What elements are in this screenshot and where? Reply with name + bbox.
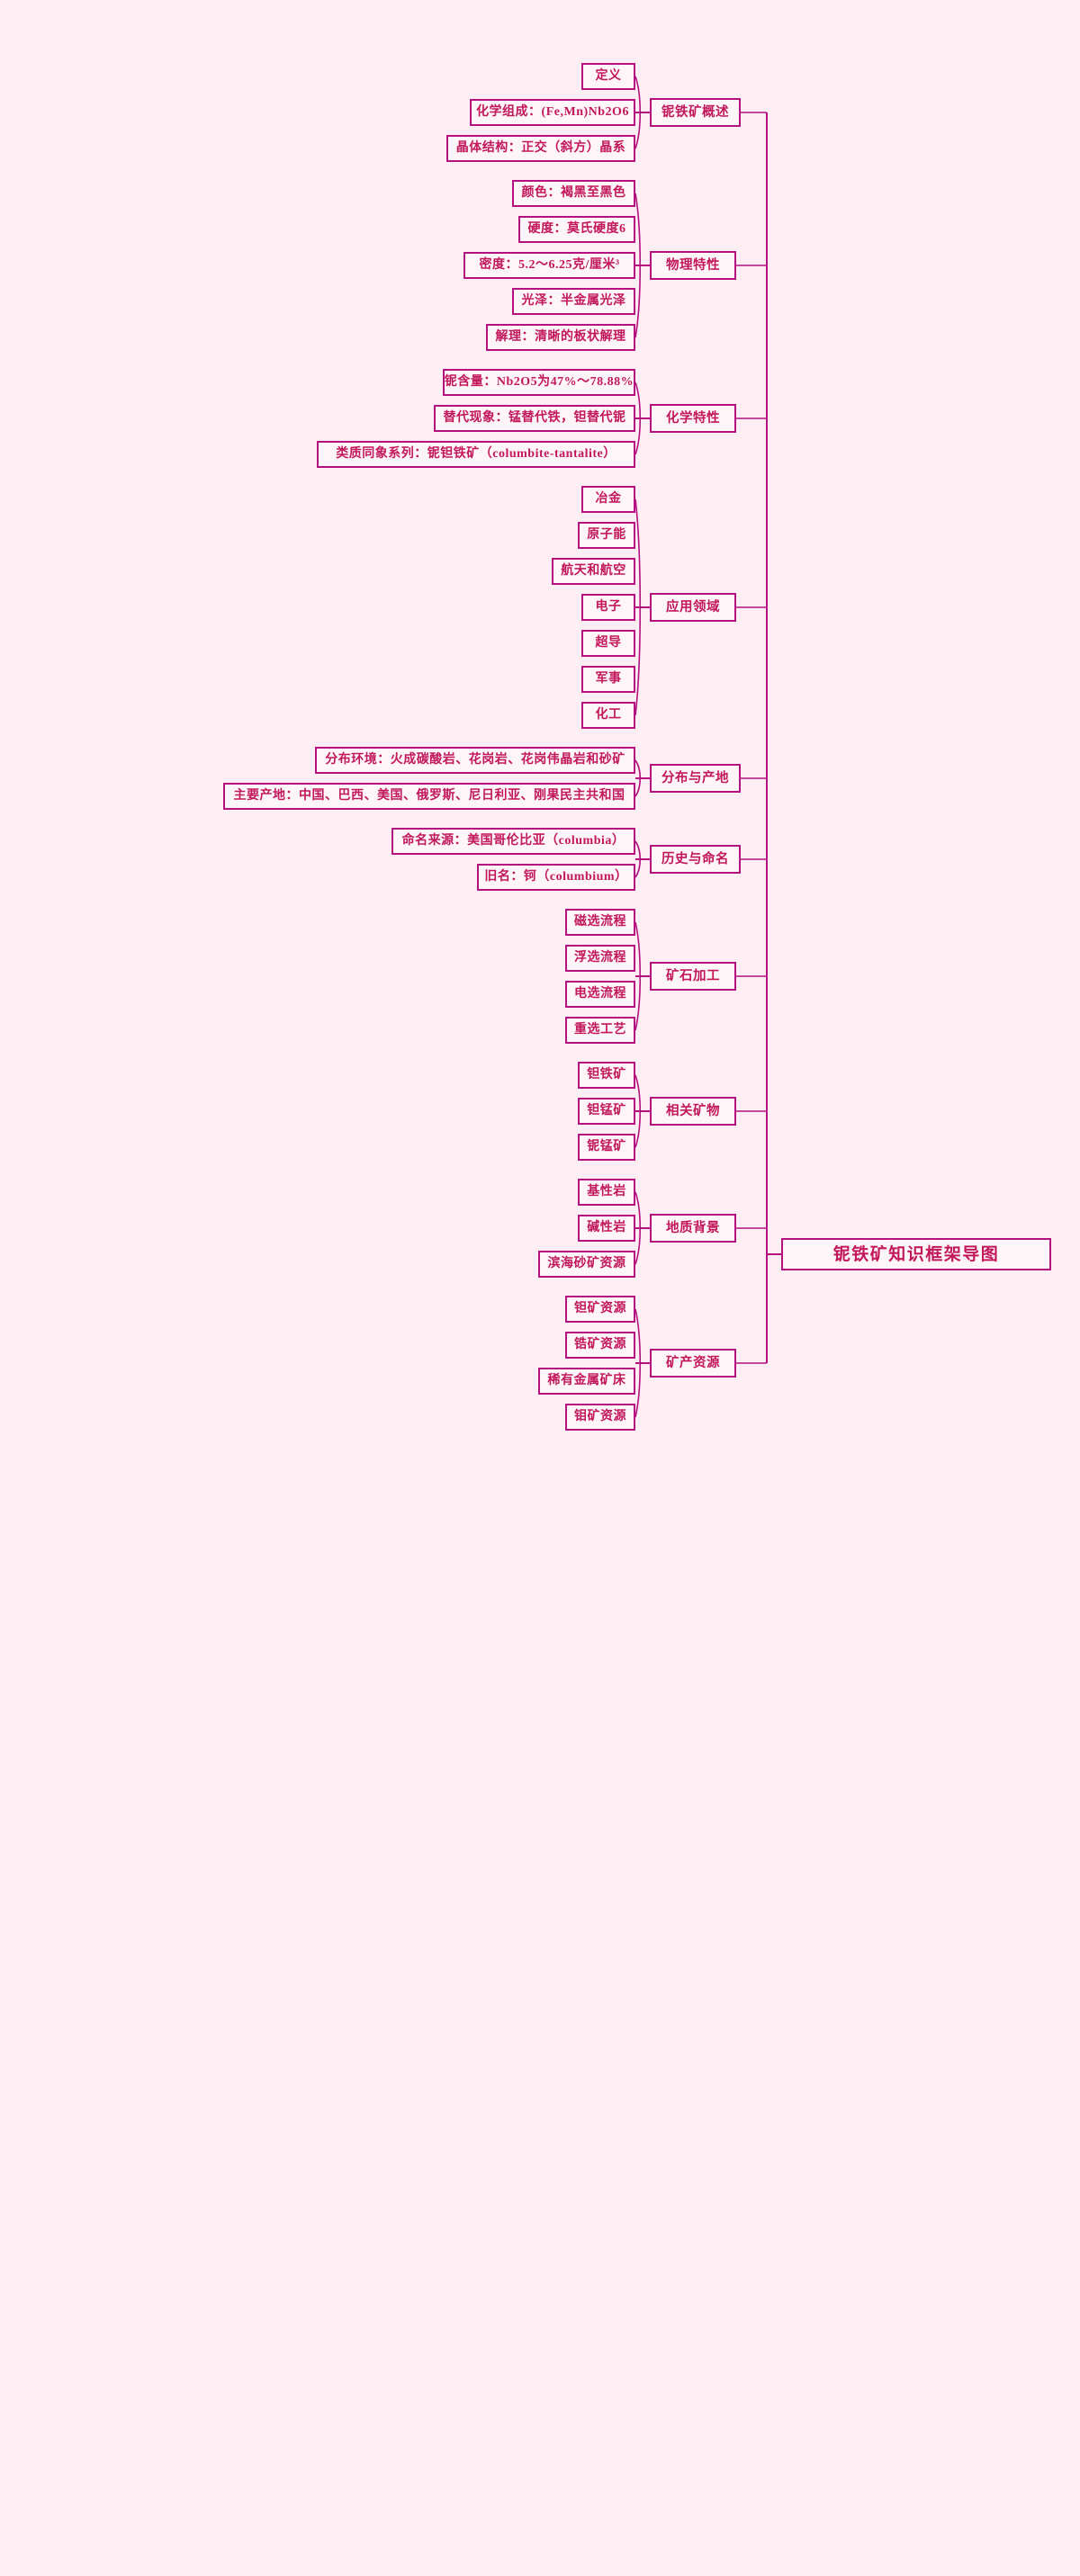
branch-node-4[interactable]: 分布与产地 bbox=[650, 764, 741, 793]
leaf-node-1-2[interactable]: 密度：5.2～6.25克/厘米³ bbox=[464, 252, 635, 279]
leaf-node-1-1[interactable]: 硬度：莫氏硬度6 bbox=[518, 216, 635, 243]
leaf-node-6-0[interactable]: 磁选流程 bbox=[565, 909, 635, 936]
leaf-node-7-2[interactable]: 铌锰矿 bbox=[578, 1134, 635, 1161]
leaf-node-7-1[interactable]: 钽锰矿 bbox=[578, 1098, 635, 1125]
leaf-node-4-1[interactable]: 主要产地：中国、巴西、美国、俄罗斯、尼日利亚、刚果民主共和国 bbox=[223, 783, 635, 810]
branch-node-8-label: 地质背景 bbox=[666, 1220, 720, 1235]
leaf-node-1-3[interactable]: 光泽：半金属光泽 bbox=[512, 288, 635, 315]
leaf-node-1-2-label: 密度：5.2～6.25克/厘米³ bbox=[479, 258, 620, 272]
leaf-node-2-0[interactable]: 铌含量：Nb2O5为47%～78.88% bbox=[443, 369, 635, 396]
branch-node-1[interactable]: 物理特性 bbox=[650, 251, 736, 280]
leaf-node-8-2[interactable]: 滨海砂矿资源 bbox=[538, 1251, 635, 1278]
leaf-node-8-0[interactable]: 基性岩 bbox=[578, 1179, 635, 1206]
leaf-node-3-6-label: 化工 bbox=[595, 708, 622, 722]
leaf-node-4-0-label: 分布环境：火成碳酸岩、花岗岩、花岗伟晶岩和砂矿 bbox=[325, 753, 626, 767]
leaf-node-3-1-label: 原子能 bbox=[587, 528, 626, 542]
leaf-node-9-3[interactable]: 钼矿资源 bbox=[565, 1404, 635, 1431]
branch-node-2-label: 化学特性 bbox=[666, 410, 720, 426]
leaf-node-5-0-label: 命名来源：美国哥伦比亚（columbia） bbox=[401, 834, 626, 848]
branch-node-2[interactable]: 化学特性 bbox=[650, 404, 736, 433]
leaf-node-6-2-label: 电选流程 bbox=[574, 987, 626, 1001]
leaf-node-4-1-label: 主要产地：中国、巴西、美国、俄罗斯、尼日利亚、刚果民主共和国 bbox=[233, 789, 626, 803]
branch-node-9[interactable]: 矿产资源 bbox=[650, 1349, 736, 1378]
leaf-node-6-2[interactable]: 电选流程 bbox=[565, 981, 635, 1008]
leaf-node-7-1-label: 钽锰矿 bbox=[587, 1104, 626, 1117]
leaf-node-9-1-label: 锆矿资源 bbox=[574, 1338, 626, 1351]
leaf-node-3-2-label: 航天和航空 bbox=[561, 564, 626, 578]
branch-node-4-label: 分布与产地 bbox=[662, 770, 729, 785]
leaf-node-1-0-label: 颜色：褐黑至黑色 bbox=[521, 186, 626, 200]
branch-node-9-label: 矿产资源 bbox=[666, 1355, 720, 1370]
leaf-node-8-1[interactable]: 碱性岩 bbox=[578, 1215, 635, 1242]
leaf-node-3-1[interactable]: 原子能 bbox=[578, 522, 635, 549]
branch-node-5-label: 历史与命名 bbox=[662, 851, 729, 866]
leaf-node-4-0[interactable]: 分布环境：火成碳酸岩、花岗岩、花岗伟晶岩和砂矿 bbox=[315, 747, 635, 774]
leaf-node-3-4-label: 超导 bbox=[595, 636, 622, 650]
leaf-node-1-4-label: 解理：清晰的板状解理 bbox=[495, 330, 626, 344]
leaf-node-6-1-label: 浮选流程 bbox=[574, 951, 626, 965]
root-node-label: 铌铁矿知识框架导图 bbox=[832, 1244, 1000, 1264]
leaf-node-7-0[interactable]: 钽铁矿 bbox=[578, 1062, 635, 1089]
leaf-node-2-0-label: 铌含量：Nb2O5为47%～78.88% bbox=[444, 375, 634, 389]
leaf-node-6-3[interactable]: 重选工艺 bbox=[565, 1017, 635, 1044]
leaf-node-8-2-label: 滨海砂矿资源 bbox=[547, 1257, 626, 1270]
leaf-node-3-3-label: 电子 bbox=[595, 600, 622, 614]
leaf-node-3-4[interactable]: 超导 bbox=[581, 630, 635, 657]
branch-node-3[interactable]: 应用领域 bbox=[650, 593, 736, 622]
leaf-node-9-3-label: 钼矿资源 bbox=[574, 1410, 626, 1423]
leaf-node-3-0[interactable]: 冶金 bbox=[581, 486, 635, 513]
leaf-node-9-2-label: 稀有金属矿床 bbox=[547, 1374, 626, 1387]
branch-node-6-label: 矿石加工 bbox=[666, 968, 720, 983]
leaf-node-9-0-label: 钽矿资源 bbox=[574, 1302, 626, 1315]
leaf-node-1-0[interactable]: 颜色：褐黑至黑色 bbox=[512, 180, 635, 207]
leaf-node-0-2-label: 晶体结构：正交（斜方）晶系 bbox=[455, 141, 626, 155]
leaf-node-5-1[interactable]: 旧名：钶（columbium） bbox=[477, 864, 635, 891]
leaf-node-0-1-label: 化学组成：(Fe,Mn)Nb2O6 bbox=[476, 105, 629, 119]
branch-node-7-label: 相关矿物 bbox=[666, 1103, 720, 1118]
leaf-node-1-4[interactable]: 解理：清晰的板状解理 bbox=[486, 324, 635, 351]
leaf-node-1-1-label: 硬度：莫氏硬度6 bbox=[527, 222, 626, 236]
branch-node-7[interactable]: 相关矿物 bbox=[650, 1097, 736, 1126]
branch-node-3-label: 应用领域 bbox=[666, 599, 720, 615]
leaf-node-3-2[interactable]: 航天和航空 bbox=[552, 558, 635, 585]
leaf-node-3-3[interactable]: 电子 bbox=[581, 594, 635, 621]
leaf-node-6-1[interactable]: 浮选流程 bbox=[565, 945, 635, 972]
leaf-node-2-1[interactable]: 替代现象：锰替代铁，钽替代铌 bbox=[434, 405, 635, 432]
leaf-node-5-1-label: 旧名：钶（columbium） bbox=[484, 870, 628, 884]
leaf-node-0-0[interactable]: 定义 bbox=[581, 63, 635, 90]
leaf-node-2-2-label: 类质同象系列：铌钽铁矿（columbite-tantalite） bbox=[336, 447, 616, 461]
branch-node-6[interactable]: 矿石加工 bbox=[650, 962, 736, 991]
leaf-node-6-3-label: 重选工艺 bbox=[574, 1023, 626, 1037]
leaf-node-0-2[interactable]: 晶体结构：正交（斜方）晶系 bbox=[446, 135, 635, 162]
leaf-node-3-5-label: 军事 bbox=[595, 672, 622, 686]
leaf-node-8-1-label: 碱性岩 bbox=[587, 1221, 626, 1234]
leaf-node-7-2-label: 铌锰矿 bbox=[587, 1140, 626, 1153]
leaf-node-3-5[interactable]: 军事 bbox=[581, 666, 635, 693]
branch-node-1-label: 物理特性 bbox=[666, 257, 720, 273]
leaf-node-8-0-label: 基性岩 bbox=[587, 1185, 626, 1198]
leaf-node-9-0[interactable]: 钽矿资源 bbox=[565, 1296, 635, 1323]
leaf-node-9-2[interactable]: 稀有金属矿床 bbox=[538, 1368, 635, 1395]
leaf-node-5-0[interactable]: 命名来源：美国哥伦比亚（columbia） bbox=[392, 828, 635, 855]
leaf-node-0-0-label: 定义 bbox=[595, 69, 622, 83]
branch-node-5[interactable]: 历史与命名 bbox=[650, 845, 741, 874]
branch-node-8[interactable]: 地质背景 bbox=[650, 1214, 736, 1243]
leaf-node-7-0-label: 钽铁矿 bbox=[587, 1068, 626, 1082]
root-node[interactable]: 铌铁矿知识框架导图 bbox=[781, 1238, 1051, 1270]
leaf-node-2-1-label: 替代现象：锰替代铁，钽替代铌 bbox=[443, 411, 626, 425]
leaf-node-3-0-label: 冶金 bbox=[595, 492, 622, 506]
branch-node-0-label: 铌铁矿概述 bbox=[662, 104, 729, 120]
leaf-node-0-1[interactable]: 化学组成：(Fe,Mn)Nb2O6 bbox=[470, 99, 635, 126]
leaf-node-2-2[interactable]: 类质同象系列：铌钽铁矿（columbite-tantalite） bbox=[317, 441, 635, 468]
branch-node-0[interactable]: 铌铁矿概述 bbox=[650, 98, 741, 127]
leaf-node-3-6[interactable]: 化工 bbox=[581, 702, 635, 729]
leaf-node-9-1[interactable]: 锆矿资源 bbox=[565, 1332, 635, 1359]
leaf-node-1-3-label: 光泽：半金属光泽 bbox=[521, 294, 626, 308]
leaf-node-6-0-label: 磁选流程 bbox=[574, 915, 626, 929]
